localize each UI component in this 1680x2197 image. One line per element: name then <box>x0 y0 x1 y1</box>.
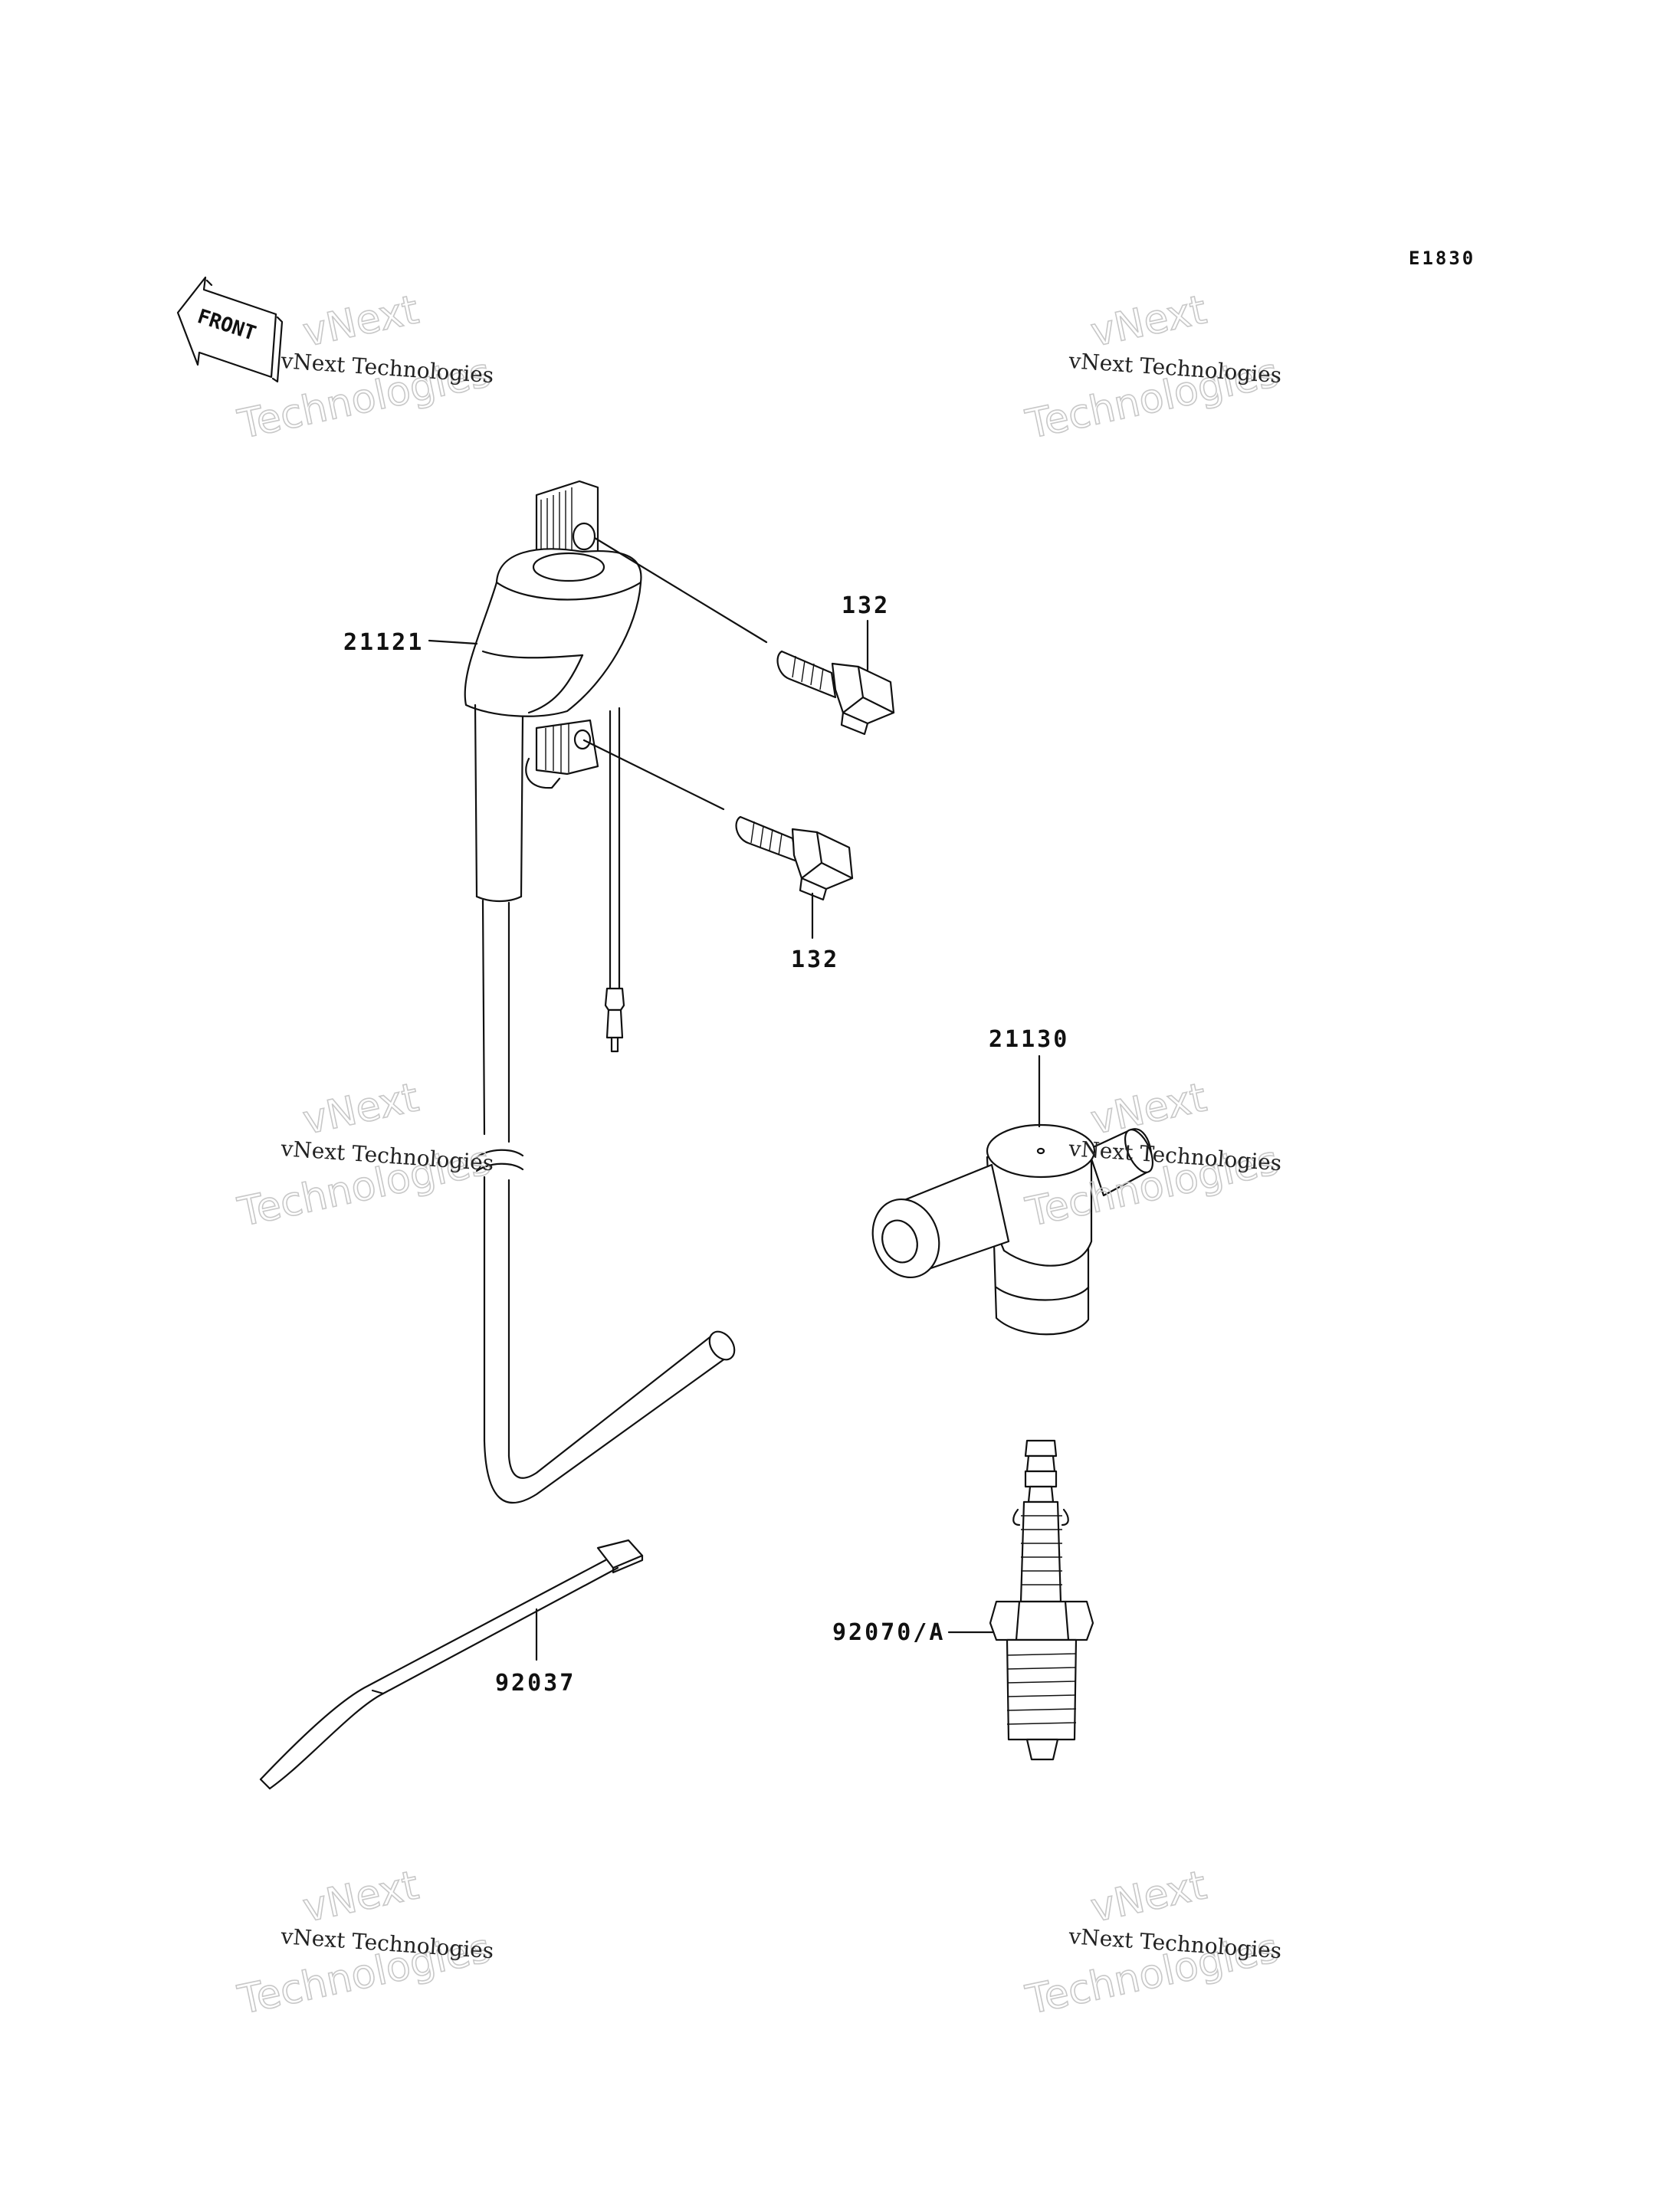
watermark-middle-left: vNext Technologies vNext Technologies <box>233 1074 495 1237</box>
part-number-132-upper: 132 <box>842 592 890 619</box>
cable-tie-drawing <box>259 1539 644 1790</box>
bolt-upper-drawing <box>593 536 895 736</box>
part-number-92037: 92037 <box>495 1670 576 1697</box>
bolt-lower-drawing <box>582 739 854 901</box>
watermark-bottom-left: vNext Technologies vNext Technologies <box>233 1862 495 2025</box>
leader-21121 <box>428 639 478 645</box>
front-label: FRONT <box>195 305 259 346</box>
watermark-bottom-right: vNext Technologies vNext Technologies <box>1021 1862 1283 2025</box>
part-number-132-lower: 132 <box>791 946 839 973</box>
plug-cap-drawing <box>871 1123 1154 1336</box>
part-number-21130: 21130 <box>989 1026 1069 1053</box>
svg-text:vNext: vNext <box>299 1074 422 1143</box>
part-number-21121: 21121 <box>343 629 424 656</box>
svg-text:vNext: vNext <box>299 1862 422 1931</box>
spark-plug-drawing <box>989 1439 1094 1761</box>
svg-text:vNext: vNext <box>299 287 422 356</box>
watermark-top-right: vNext Technologies vNext Technologies <box>1021 287 1283 449</box>
svg-text:vNext: vNext <box>1087 1074 1210 1143</box>
diagram-code: E1830 <box>1409 248 1475 269</box>
watermark-top-left: vNext Technologies vNext Technologies <box>233 287 495 449</box>
ignition-coil-drawing <box>464 480 736 1504</box>
part-number-92070-a: 92070/A <box>832 1619 945 1646</box>
svg-text:vNext: vNext <box>1087 1862 1210 1931</box>
front-arrow-icon: FRONT <box>176 276 284 383</box>
svg-text:vNext: vNext <box>1087 287 1210 356</box>
